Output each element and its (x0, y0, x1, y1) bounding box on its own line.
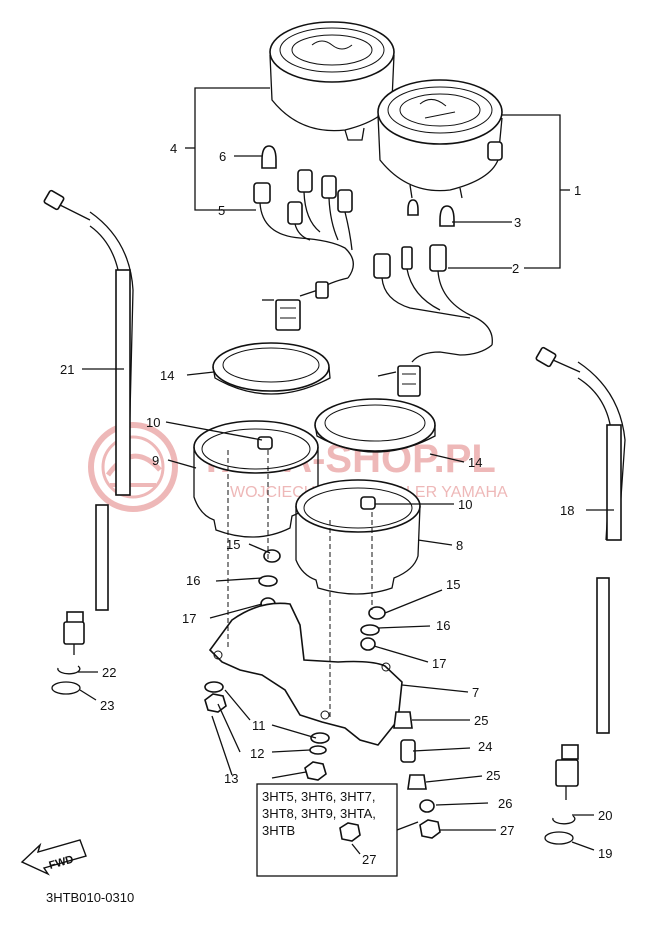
callout-15a: 15 (226, 537, 240, 552)
variant-note-box: 3HT5, 3HT6, 3HT7, 3HT8, 3HT9, 3HTA, 3HTB… (256, 783, 419, 877)
meter-assy-right (377, 79, 503, 199)
case-8 (295, 479, 421, 595)
callout-22: 22 (102, 665, 116, 680)
callout-16b: 16 (436, 618, 450, 633)
callout-2: 2 (512, 261, 519, 276)
case-9 (193, 420, 319, 538)
meter-cable-21 (43, 189, 134, 655)
callout-23: 23 (100, 698, 114, 713)
callout-14b: 14 (468, 455, 482, 470)
oring-23 (51, 681, 81, 695)
fwd-arrow-icon: FWD (20, 839, 87, 876)
callout-25b: 25 (486, 768, 500, 783)
socket-cord-5 (253, 169, 354, 331)
callout-15b: 15 (446, 577, 460, 592)
callout-5: 5 (218, 203, 225, 218)
callout-20: 20 (598, 808, 612, 823)
variant-note-part: 27 (362, 852, 376, 867)
callout-1: 1 (574, 183, 581, 198)
callout-16a: 16 (186, 573, 200, 588)
callouts: 1 2 3 4 5 6 7 8 9 10 10 11 12 13 14 14 1… (60, 141, 612, 861)
callout-12: 12 (250, 746, 264, 761)
variant-note-line1: 3HT5, 3HT6, 3HT7, (262, 789, 375, 804)
callout-25a: 25 (474, 713, 488, 728)
socket-cord-2 (373, 244, 493, 397)
meter-assy-left (269, 21, 395, 141)
callout-10a: 10 (146, 415, 160, 430)
callout-3: 3 (514, 215, 521, 230)
clip-20 (552, 815, 576, 825)
callout-14a: 14 (160, 368, 174, 383)
meter-cable-18 (535, 346, 626, 800)
variant-note-line3: 3HTB (262, 823, 295, 838)
callout-17a: 17 (182, 611, 196, 626)
watermark-logo (88, 422, 178, 512)
callout-18: 18 (560, 503, 574, 518)
callout-21: 21 (60, 362, 74, 377)
callout-4: 4 (170, 141, 177, 156)
callout-26: 26 (498, 796, 512, 811)
leader-lines (78, 87, 614, 851)
callout-7: 7 (472, 685, 479, 700)
bulb-3 (407, 199, 455, 227)
clip-22 (57, 665, 81, 675)
bulb-6 (261, 145, 277, 169)
callout-24: 24 (478, 739, 492, 754)
callout-19: 19 (598, 846, 612, 861)
variant-note-line2: 3HT8, 3HT9, 3HTA, (262, 806, 376, 821)
callout-17b: 17 (432, 656, 446, 671)
callout-13: 13 (224, 771, 238, 786)
bezel-14-left (212, 342, 331, 395)
fasteners-11-12-13 (204, 681, 330, 781)
callout-6: 6 (219, 149, 226, 164)
bezel-14-right (314, 398, 436, 453)
callout-9: 9 (152, 453, 159, 468)
bracket-7 (208, 602, 403, 746)
oring-19 (544, 831, 574, 845)
callout-10b: 10 (458, 497, 472, 512)
callout-11: 11 (252, 718, 266, 733)
fasteners-24-25-26-27 (393, 711, 441, 839)
callout-27: 27 (500, 823, 514, 838)
diagram-code: 3HTB010-0310 (46, 890, 134, 905)
grommets-left (258, 549, 281, 611)
callout-8: 8 (456, 538, 463, 553)
guide-lines (227, 450, 373, 720)
